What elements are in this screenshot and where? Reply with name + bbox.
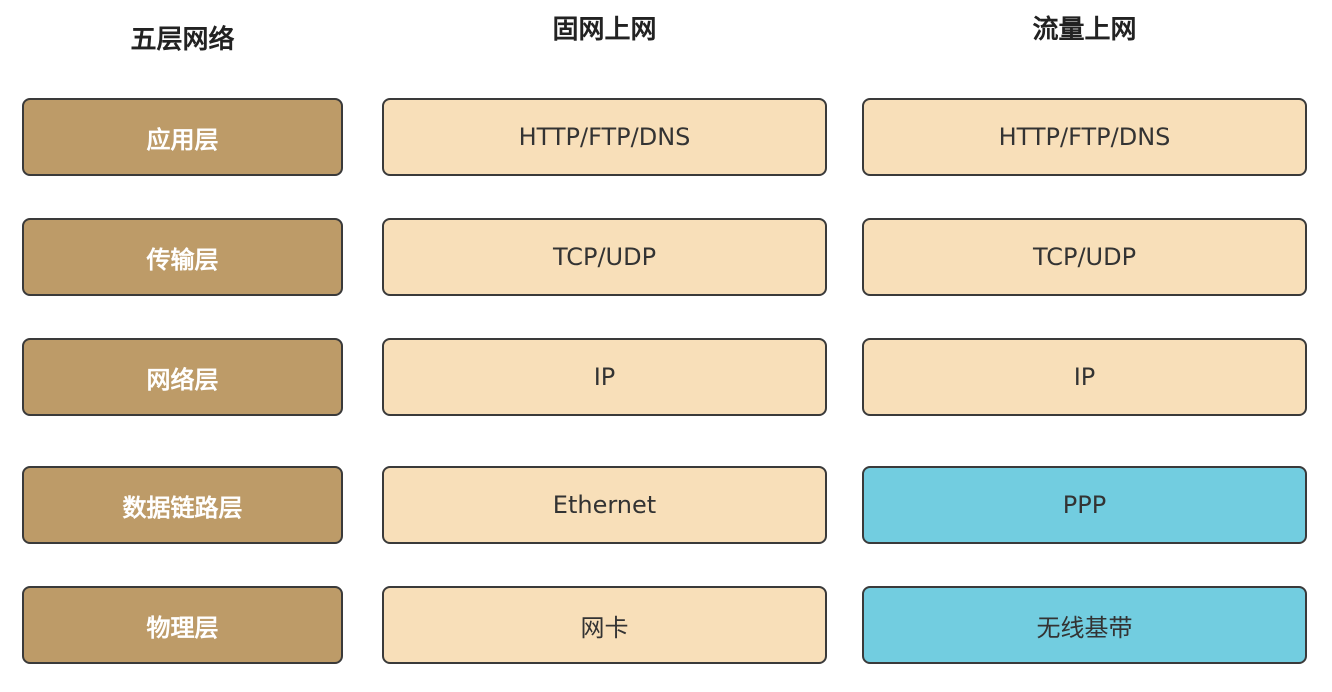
header-fixed-network: 固网上网 — [552, 15, 657, 45]
protocol-label: IP — [593, 363, 616, 391]
mobile-application-protocols: HTTP/FTP/DNS — [862, 98, 1307, 176]
protocol-label: PPP — [1062, 491, 1107, 519]
layer-physical: 物理层 — [22, 586, 343, 664]
layer-network: 网络层 — [22, 338, 343, 416]
fixed-physical-medium: 网卡 — [382, 586, 827, 664]
layer-label: 应用层 — [146, 125, 219, 154]
mobile-physical-medium: 无线基带 — [862, 586, 1307, 664]
layer-transport: 传输层 — [22, 218, 343, 296]
header-five-layer-network: 五层网络 — [130, 25, 235, 55]
fixed-data-link-protocol: Ethernet — [382, 466, 827, 544]
protocol-label: Ethernet — [552, 491, 657, 519]
protocol-label: HTTP/FTP/DNS — [998, 123, 1171, 151]
header-mobile-data: 流量上网 — [1032, 15, 1137, 45]
protocol-label: TCP/UDP — [552, 243, 657, 271]
layer-label: 传输层 — [146, 245, 219, 274]
fixed-network-protocol: IP — [382, 338, 827, 416]
layer-label: 网络层 — [146, 365, 219, 394]
layer-label: 数据链路层 — [122, 493, 243, 522]
layer-application: 应用层 — [22, 98, 343, 176]
protocol-label: 网卡 — [580, 613, 629, 642]
mobile-data-link-protocol: PPP — [862, 466, 1307, 544]
protocol-label: HTTP/FTP/DNS — [518, 123, 691, 151]
layer-data-link: 数据链路层 — [22, 466, 343, 544]
layer-label: 物理层 — [146, 613, 219, 642]
protocol-label: TCP/UDP — [1032, 243, 1137, 271]
fixed-application-protocols: HTTP/FTP/DNS — [382, 98, 827, 176]
fixed-transport-protocols: TCP/UDP — [382, 218, 827, 296]
protocol-label: IP — [1073, 363, 1096, 391]
mobile-network-protocol: IP — [862, 338, 1307, 416]
protocol-label: 无线基带 — [1036, 613, 1133, 642]
mobile-transport-protocols: TCP/UDP — [862, 218, 1307, 296]
